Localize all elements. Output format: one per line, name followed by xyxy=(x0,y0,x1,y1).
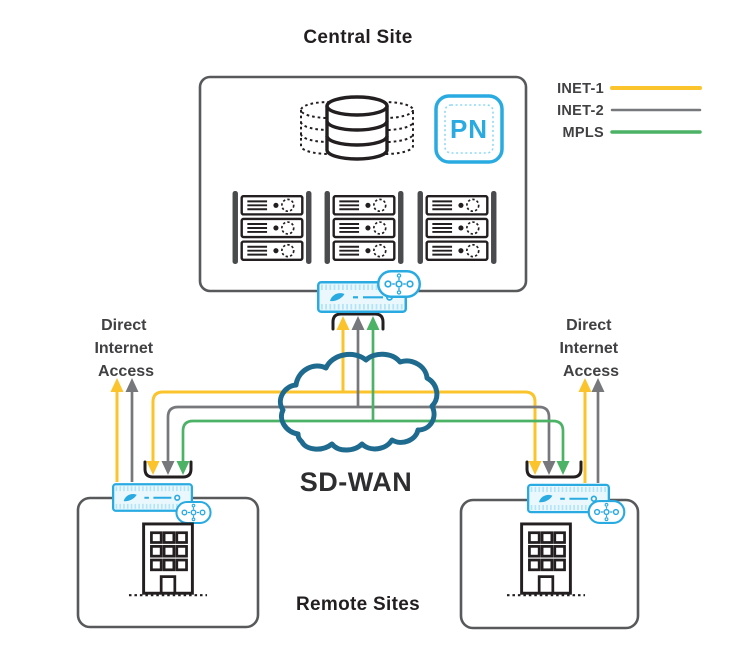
dia-arrow-inet2-left xyxy=(125,378,139,392)
hub-badge-central xyxy=(377,270,421,298)
dia-left-line3: Access xyxy=(98,363,154,380)
mpls-arrow-down-left xyxy=(176,461,190,475)
dia-label-right: Direct Internet Access xyxy=(559,317,622,380)
server-rack-3 xyxy=(418,191,497,264)
dia-left-line2: Internet xyxy=(94,340,153,357)
server-rack-1 xyxy=(233,191,312,264)
server-rack-2 xyxy=(325,191,404,264)
pn-badge-label: PN xyxy=(450,114,488,144)
inet1-arrow-down-left xyxy=(146,461,160,475)
legend: INET-1 INET-2 MPLS xyxy=(557,81,702,141)
arrowheads xyxy=(110,316,605,475)
mpls-link xyxy=(181,330,565,462)
sdwan-label: SD-WAN xyxy=(300,467,413,497)
inet1-arrow-down-right xyxy=(528,461,542,475)
hub-badge-right xyxy=(587,500,626,524)
inet1-arrow-up-center xyxy=(336,316,350,330)
central-site-title: Central Site xyxy=(303,27,412,48)
dia-right-line3: Access xyxy=(563,363,619,380)
dia-arrow-inet2-right xyxy=(591,378,605,392)
mpls-arrow-down-right xyxy=(556,461,570,475)
bracket-right xyxy=(525,460,583,479)
bracket-left xyxy=(143,460,193,479)
dia-label-left: Direct Internet Access xyxy=(94,317,157,380)
bundle-brackets xyxy=(143,312,583,479)
inet1-link xyxy=(115,330,587,483)
pn-badge: PN xyxy=(434,94,504,164)
bracket-center xyxy=(331,312,385,331)
dia-right-line2: Internet xyxy=(559,340,618,357)
inet2-arrow-down-left xyxy=(161,461,175,475)
inet2-link xyxy=(130,330,600,483)
legend-label-inet2: INET-2 xyxy=(557,103,604,119)
inet2-arrow-up-center xyxy=(351,316,365,330)
dia-right-line1: Direct xyxy=(566,317,612,334)
hub-badge-left xyxy=(175,501,212,524)
dia-left-line1: Direct xyxy=(101,317,147,334)
dia-arrow-inet1-left xyxy=(110,378,124,392)
inet2-arrow-down-right xyxy=(542,461,556,475)
database-icon xyxy=(300,95,414,161)
remote-sites-label: Remote Sites xyxy=(296,594,420,615)
legend-label-mpls: MPLS xyxy=(563,125,605,141)
pn-badge-dashed-border xyxy=(444,104,494,154)
mpls-arrow-up-center xyxy=(366,316,380,330)
legend-label-inet1: INET-1 xyxy=(557,81,604,97)
dia-arrow-inet1-right xyxy=(578,378,592,392)
